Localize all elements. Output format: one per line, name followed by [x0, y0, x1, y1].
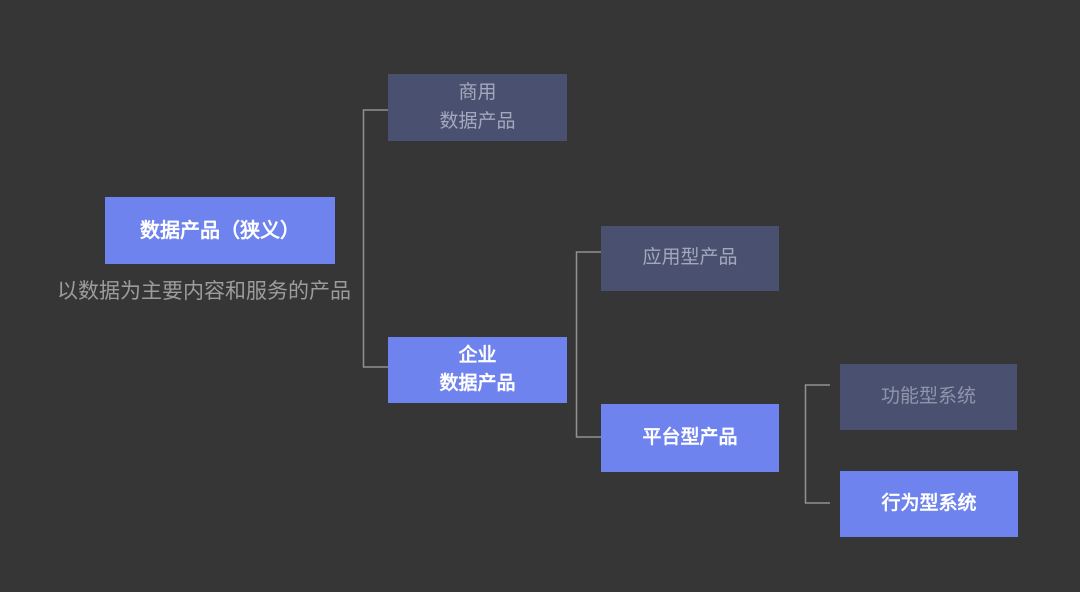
root-subtitle-note: 以数据为主要内容和服务的产品	[57, 280, 351, 303]
node-commercial-data-product: 商用 数据产品	[388, 74, 567, 141]
node-platform-type-product: 平台型产品	[601, 404, 779, 472]
connector-enterprise-children	[575, 251, 601, 438]
node-data-product-root: 数据产品（狭义）	[105, 197, 335, 264]
connector-platform-children	[804, 384, 830, 504]
node-behavioral-type-system: 行为型系统	[840, 471, 1018, 537]
node-functional-type-system: 功能型系统	[840, 364, 1017, 430]
connector-root-children	[362, 109, 388, 368]
node-application-type-product: 应用型产品	[601, 226, 779, 291]
node-enterprise-data-product: 企业 数据产品	[388, 337, 567, 403]
